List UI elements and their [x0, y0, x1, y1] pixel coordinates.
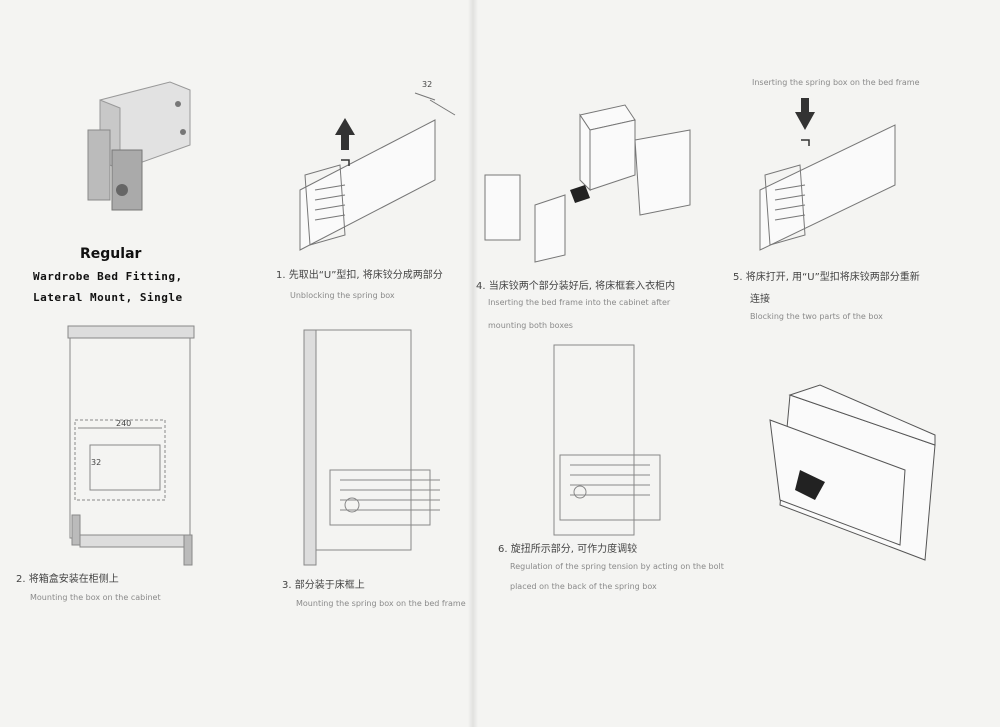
dim-32: 32: [422, 80, 433, 89]
step3-en: Mounting the spring box on the bed frame: [296, 599, 466, 608]
fitting-photo: [87, 81, 191, 211]
step1-en: Unblocking the spring box: [290, 291, 395, 300]
product-subtitle-1: Wardrobe Bed Fitting,: [33, 270, 183, 283]
step6-diagram: [553, 344, 661, 536]
top-right-partial-caption: Inserting the spring box on the bed fram…: [752, 78, 920, 87]
step2-cn: 2. 将箱盒安装在柜侧上: [16, 574, 119, 585]
product-subtitle-2: Lateral Mount, Single: [33, 291, 183, 304]
step3-diagram: [303, 329, 440, 566]
step6-en-2: placed on the back of the spring box: [510, 582, 657, 591]
dim-32-small: 32: [91, 458, 102, 467]
bed-closed-diagram: [769, 384, 936, 561]
step3-cn: 3. 部分装于床框上: [282, 580, 365, 591]
step5-cn-1: 5. 将床打开, 用“U”型扣将床铰两部分重新: [733, 272, 920, 283]
step4-en-1: Inserting the bed frame into the cabinet…: [488, 298, 671, 307]
step2-en: Mounting the box on the cabinet: [30, 593, 161, 602]
step1-diagram: [299, 92, 456, 251]
step5-diagram: [759, 98, 896, 251]
dim-240: 240: [116, 419, 132, 428]
step6-cn: 6. 旋扭所示部分, 可作力度调较: [498, 544, 638, 555]
step6-en-1: Regulation of the spring tension by acti…: [510, 562, 724, 571]
product-title: Regular: [80, 246, 142, 262]
step2-diagram: [67, 325, 195, 566]
step4-cn: 4. 当床铰两个部分装好后, 将床框套入衣柜内: [476, 281, 676, 292]
step4-en-2: mounting both boxes: [488, 321, 573, 330]
step1-cn: 1. 先取出“U”型扣, 将床铰分成两部分: [276, 270, 443, 281]
step5-en: Blocking the two parts of the box: [750, 312, 883, 321]
step5-cn-2: 连接: [750, 294, 770, 305]
step4-diagram: [484, 104, 691, 263]
paper-fold: [468, 0, 478, 727]
